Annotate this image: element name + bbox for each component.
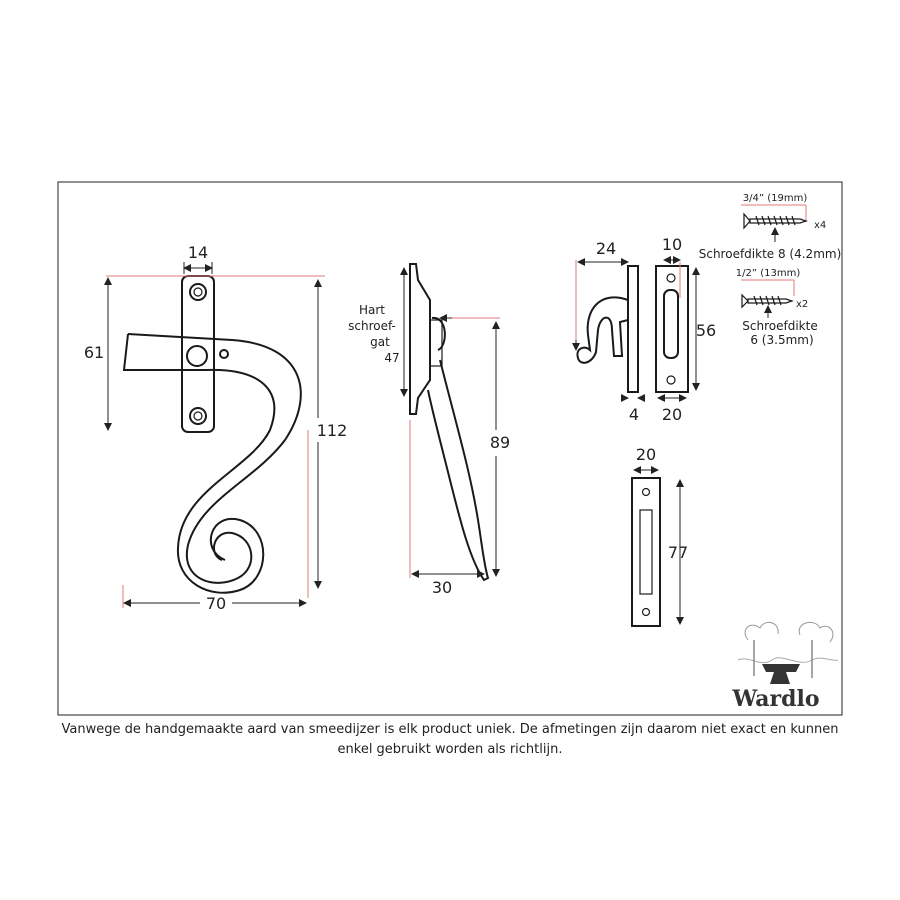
- dim-handle-total-width: 70: [206, 594, 226, 613]
- dim-plate-width: 20: [636, 445, 656, 464]
- dim-side-width: 30: [432, 578, 452, 597]
- dim-screw-hole-center: 47: [384, 351, 399, 365]
- screw-large-qty: x4: [814, 220, 826, 231]
- handle-side-view: Hart schroef- gat 47 89 30: [348, 263, 510, 597]
- screw-large-gauge: Schroefdikte 8 (4.2mm): [699, 247, 842, 261]
- brand-logo: Wardlo: [731, 621, 839, 712]
- dim-keep-height: 56: [696, 321, 716, 340]
- screw-small: 1/2” (13mm) x2 Schroefdikte 6 (3.5mm): [736, 268, 818, 347]
- strike-plate-view: 20 77: [631, 445, 688, 627]
- dim-hook-thickness: 4: [629, 405, 639, 424]
- dim-keep-slot-width: 10: [662, 235, 682, 254]
- label-screw-hole-line2: schroef-: [348, 319, 396, 333]
- dim-handle-upper-height: 61: [84, 343, 104, 362]
- hook-keep-view: 24 4 10 56 20: [572, 235, 716, 424]
- dim-hook-width: 24: [596, 239, 616, 258]
- drawing-frame: [57, 181, 843, 716]
- screw-small-gauge-line1: Schroefdikte: [742, 319, 817, 333]
- screw-large-size: 3/4” (19mm): [743, 193, 808, 204]
- screw-small-gauge-line2: 6 (3.5mm): [750, 333, 813, 347]
- screw-small-qty: x2: [796, 299, 808, 310]
- disclaimer-text: Vanwege de handgemaakte aard van smeedij…: [61, 722, 839, 757]
- handle-front-view: 14 61 112 70: [84, 243, 347, 613]
- screw-large: 3/4” (19mm) x4 Schroefdikte 8 (4.2mm): [699, 193, 842, 261]
- dim-handle-width: 14: [188, 243, 208, 262]
- dim-handle-total-height: 112: [317, 421, 348, 440]
- brand-name: Wardlo: [731, 686, 819, 712]
- screw-small-size: 1/2” (13mm): [736, 268, 801, 279]
- label-screw-hole-line3: gat: [370, 335, 390, 349]
- anvil-icon: [762, 664, 800, 684]
- dim-side-height: 89: [490, 433, 510, 452]
- dim-plate-height: 77: [668, 543, 688, 562]
- label-screw-hole-line1: Hart: [359, 303, 385, 317]
- dim-keep-width: 20: [662, 405, 682, 424]
